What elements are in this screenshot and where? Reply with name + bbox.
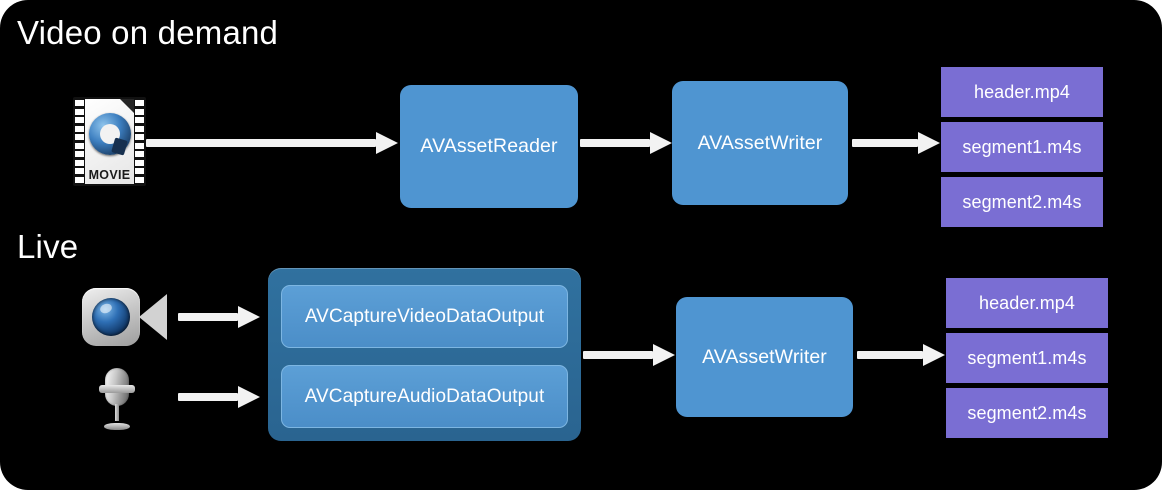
output-chip-segment2-m4s-vod[interactable]: segment2.m4s (941, 177, 1103, 227)
arrow-movie-to-assetreader (146, 132, 398, 154)
output-chip-header-mp4-live[interactable]: header.mp4 (946, 278, 1108, 328)
process-box-avassetwriter-live[interactable]: AVAssetWriter (676, 297, 853, 417)
process-box-avassetwriter-vod[interactable]: AVAssetWriter (672, 81, 848, 205)
microphone-base (104, 423, 130, 430)
capture-session-group: AVCaptureVideoDataOutput AVCaptureAudioD… (268, 268, 581, 441)
process-box-avassetreader[interactable]: AVAssetReader (400, 85, 578, 208)
movie-label: MOVIE (88, 168, 131, 182)
microphone-stem (115, 404, 119, 421)
microphone-icon (95, 368, 139, 430)
process-box-avcaptureaudiodataoutput[interactable]: AVCaptureAudioDataOutput (281, 365, 568, 428)
film-sprockets-right (135, 100, 144, 183)
output-chip-header-mp4-vod[interactable]: header.mp4 (941, 67, 1103, 117)
output-chip-segment1-m4s-vod[interactable]: segment1.m4s (941, 122, 1103, 172)
section-title-live: Live (17, 228, 79, 265)
arrow-capture-to-assetwriter-live (583, 344, 675, 366)
camera-body (82, 288, 140, 346)
arrow-assetwriter-to-outputs-live (857, 344, 945, 366)
camera-icon (82, 288, 167, 346)
arrow-assetreader-to-assetwriter (580, 132, 672, 154)
camera-lens (92, 298, 130, 336)
arrow-camera-to-capture-video (178, 306, 260, 328)
output-chip-segment1-m4s-live[interactable]: segment1.m4s (946, 333, 1108, 383)
output-chip-segment2-m4s-live[interactable]: segment2.m4s (946, 388, 1108, 438)
page-fold-corner (120, 99, 134, 113)
arrow-assetwriter-to-outputs-vod (852, 132, 940, 154)
camera-lens-cone (139, 294, 167, 340)
process-box-avcapturevideodataoutput[interactable]: AVCaptureVideoDataOutput (281, 285, 568, 348)
film-sprockets-left (75, 100, 84, 183)
section-title-video-on-demand: Video on demand (17, 14, 279, 51)
quicktime-movie-file-icon: MOVIE (73, 97, 146, 186)
arrow-microphone-to-capture-audio (178, 386, 260, 408)
microphone-band (99, 385, 135, 393)
